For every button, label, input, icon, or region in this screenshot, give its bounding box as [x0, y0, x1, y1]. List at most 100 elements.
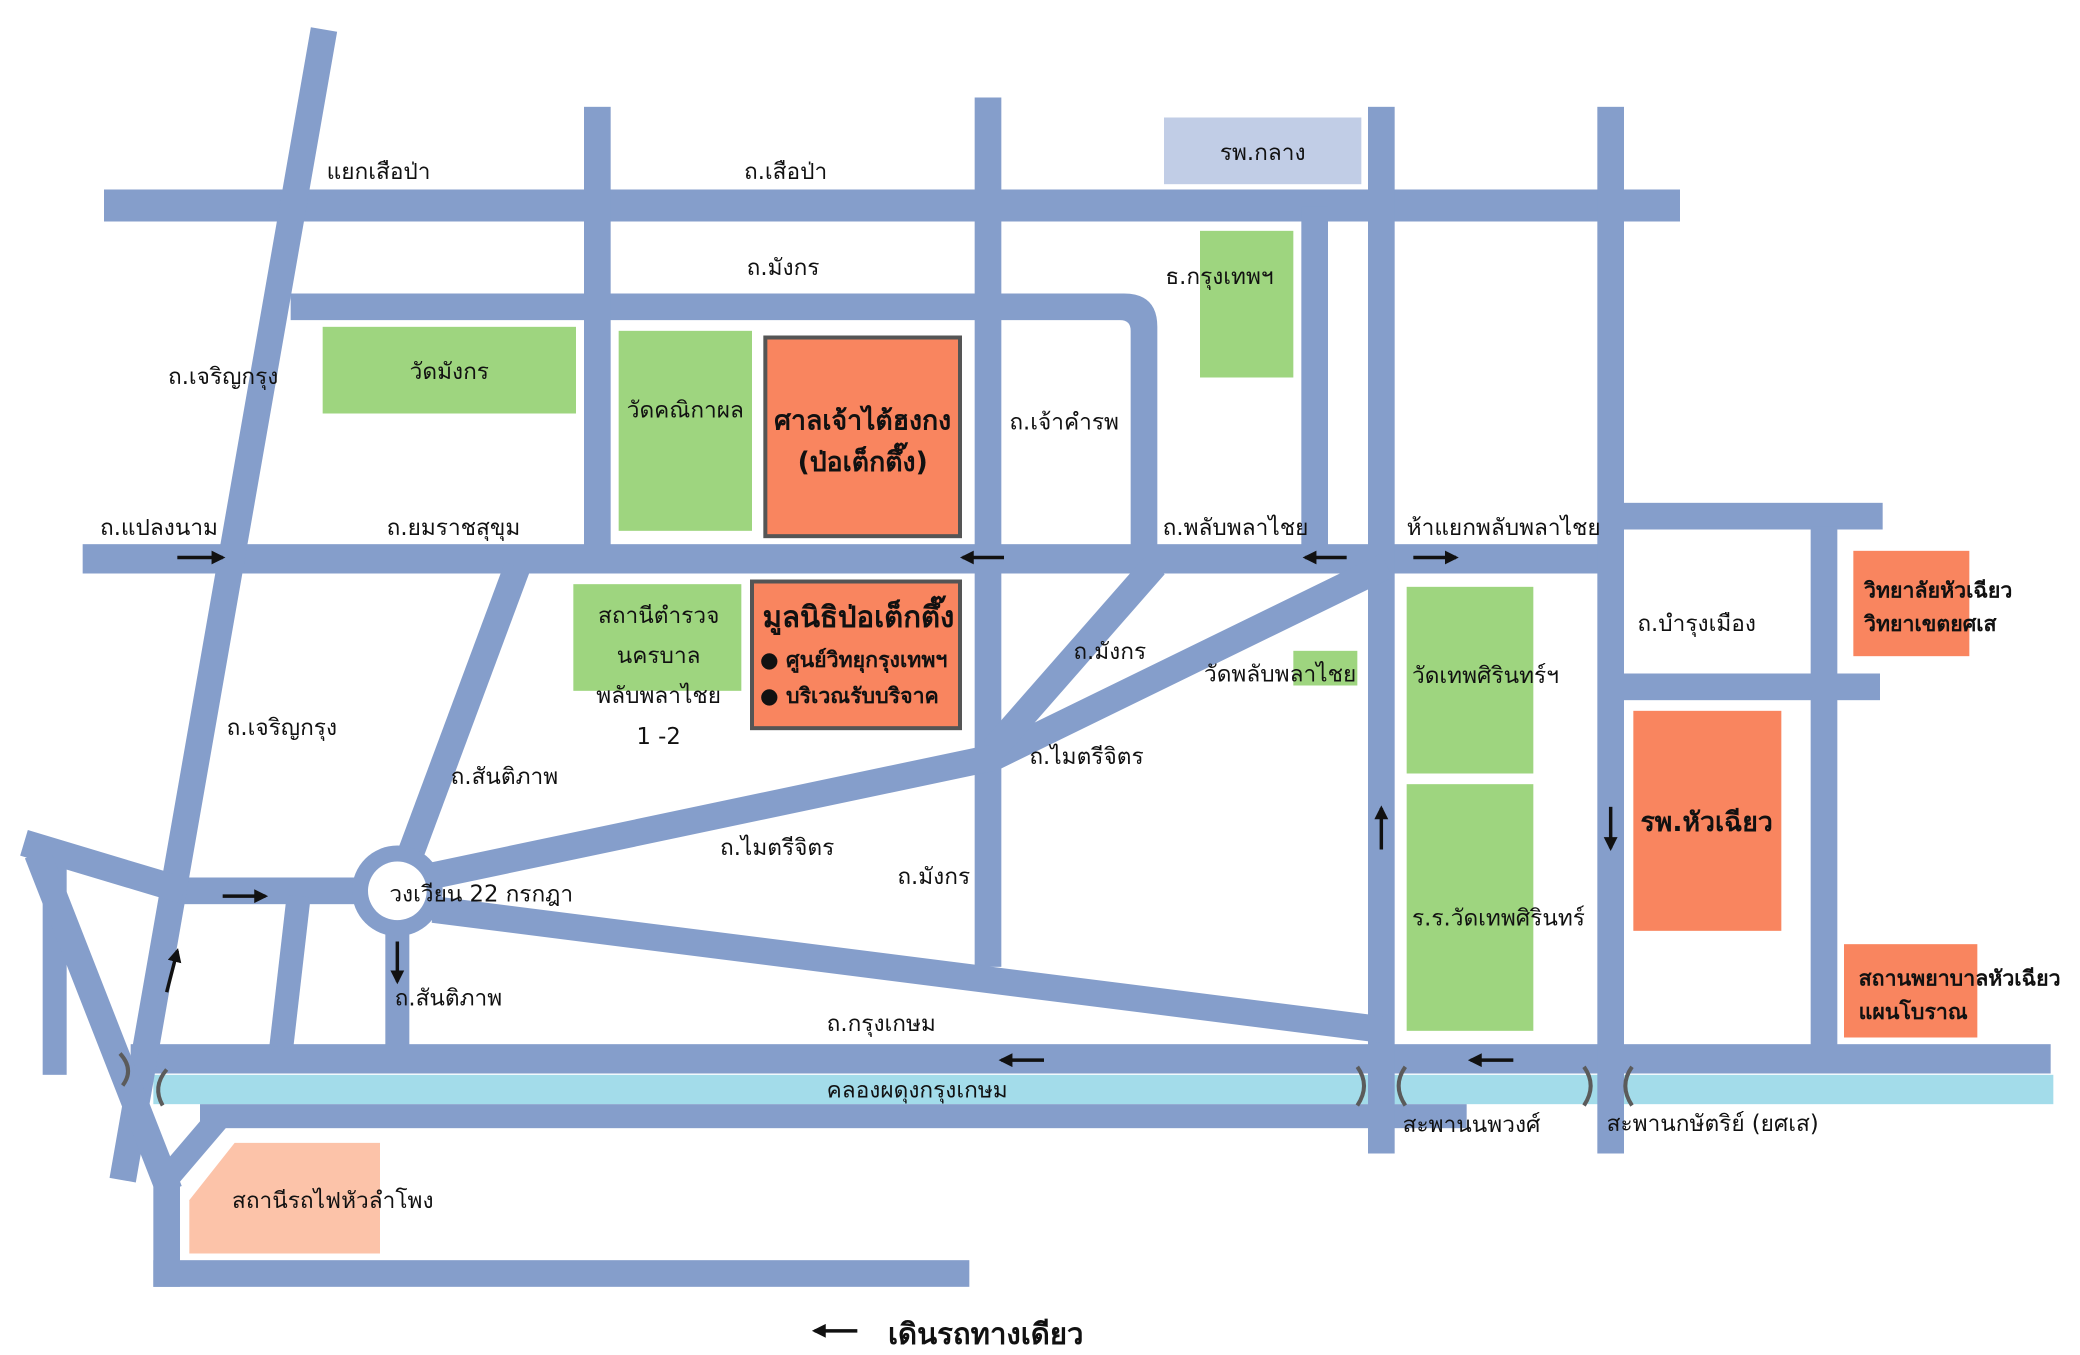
label-wat-khanikaphon: วัดคณิกาผล [627, 398, 744, 424]
label-plaeng-nam: ถ.แปลงนาม [100, 515, 218, 541]
bridge-left-bracket-b [156, 1068, 169, 1107]
police-station-block [573, 584, 742, 691]
label-phlap-phla-chai: ถ.พลับพลาไชย [1163, 514, 1309, 541]
road-krung-kasem [130, 1044, 2051, 1074]
label-yommarat-sukhum: ถ.ยมราชสุขุม [387, 515, 521, 541]
huachiew-hospital-block [1633, 710, 1782, 931]
label-mangkon-top: ถ.มังกร [747, 255, 820, 281]
road-vertical-wat-khanikaphon [584, 106, 611, 547]
label-huachiew-hospital: รพ.หัวเฉียว [1640, 807, 1772, 838]
road-charoen-krung [109, 27, 338, 1183]
road-santiphap-upper [394, 562, 530, 869]
label-hua-lamphong: สถานีรถไฟหัวลำโพง [232, 1187, 434, 1214]
label-huachiew-clinic-line1: สถานพยาบาลหัวเฉียว [1859, 967, 2061, 992]
shrine-block [763, 335, 962, 539]
foundation-block [750, 579, 962, 731]
road-santiphap-lower [385, 920, 410, 1047]
road-vertical-nopphawong [1368, 106, 1395, 1154]
road-left-diagonal-b [24, 848, 182, 1196]
label-roundabout: วงเวียน 22 กรกฎา [389, 882, 573, 908]
road-vertical-yotse [1597, 106, 1624, 1154]
label-police-line1: สถานีตำรวจ [598, 603, 719, 629]
label-suea-pa: ถ.เสือป่า [744, 159, 827, 185]
label-central-hospital: รพ.กลาง [1220, 140, 1306, 166]
road-below-canal [200, 1104, 1467, 1129]
thep-sirin-school-block [1406, 784, 1534, 1031]
label-shrine-line1: ศาลเจ้าไต้ฮงกง [774, 405, 951, 437]
road-suea-pa [104, 189, 1680, 222]
road-bottom [153, 1260, 970, 1287]
bridge-nopphawong-bracket-b [1396, 1065, 1408, 1107]
bridge-nopphawong-bracket-a [1355, 1065, 1366, 1107]
road-chao-khamrop [974, 97, 1002, 967]
place-labels: รพ.กลาง วัดมังกร วัดคณิกาผล ศาลเจ้าไต้ฮง… [232, 140, 2061, 1214]
label-shrine-line2: (ป่อเต็กตึ๊ง) [798, 442, 928, 478]
wat-khanikaphon-block [618, 330, 752, 531]
label-bamrung-mueang: ถ.บำรุงเมือง [1637, 611, 1756, 637]
canal-khlong-phadung [153, 1074, 2054, 1105]
label-bridge-kasat: สะพานกษัตริย์ (ยศเส) [1607, 1110, 1819, 1137]
label-wat-thep-sirin: วัดเทพศิรินทร์ฯ [1412, 662, 1559, 689]
label-maitri-chit-left: ถ.ไมตรีจิตร [720, 834, 834, 861]
huachiew-clinic-block [1844, 944, 1978, 1038]
bridge-kasat-bracket-b [1623, 1065, 1634, 1107]
label-bangkok-bank: ธ.กรุงเทพฯ [1165, 264, 1273, 290]
label-canal: คลองผดุงกรุงเกษม [827, 1078, 1008, 1104]
label-yaek-suea-pa: แยกเสือป่า [327, 159, 431, 185]
road-mangkon-middle [983, 556, 1165, 759]
label-chao-khamrop: ถ.เจ้าคำรพ [1009, 410, 1119, 436]
legend: เดินรถทางเดียว [811, 1317, 1083, 1351]
bangkok-bank-block [1200, 230, 1294, 378]
huachiew-college-block [1853, 550, 1970, 657]
label-charoen-krung-upper: ถ.เจริญกรุง [168, 364, 278, 390]
label-police-line2: นครบาล [617, 643, 701, 669]
roundabout-island [368, 861, 427, 921]
label-police-line3: พลับพลาไชย [596, 682, 721, 709]
oneway-arrow-up-icon [164, 948, 182, 993]
label-police-line4: 1 -2 [637, 724, 681, 750]
label-mangkon-lower: ถ.มังกร [897, 864, 970, 890]
wat-phlapphlachai-block [1293, 650, 1358, 686]
road-labels: แยกเสือป่า ถ.เสือป่า ถ.มังกร ถ.เจริญกรุง… [100, 159, 1819, 1138]
road-right-upper [1613, 502, 1883, 530]
bridge-kasat-bracket-a [1582, 1065, 1593, 1107]
label-santiphap-upper: ถ.สันติภาพ [451, 764, 559, 790]
label-thep-sirin-school: ร.ร.วัดเทพศิรินทร์ [1412, 905, 1585, 932]
road-right-lower [1613, 673, 1880, 701]
road-left-diagonal-a [20, 830, 188, 904]
label-wat-phlapphlachai: วัดพลับพลาไชย [1204, 661, 1356, 688]
label-ha-yaek-phlap-phla-chai: ห้าแยกพลับพลาไชย [1407, 514, 1601, 541]
road-vertical-bangkok-bank [1301, 206, 1328, 547]
label-foundation-bullet2: ● บริเวณรับบริจาค [760, 684, 939, 709]
bridge-left-bracket-a [118, 1052, 130, 1087]
label-foundation-bullet1: ● ศูนย์วิทยุกรุงเทพฯ [760, 647, 947, 674]
hua-lamphong-block [189, 1142, 380, 1254]
road-vertical-right [1810, 526, 1838, 1047]
central-hospital-block [1164, 117, 1362, 185]
label-bridge-nopphawong: สะพานนพวงศ์ [1403, 1111, 1541, 1138]
label-maitri-chit-right: ถ.ไมตรีจิตร [1029, 743, 1143, 770]
label-charoen-krung-lower: ถ.เจริญกรุง [227, 715, 337, 741]
label-foundation-title: มูลนิธิป่อเต็กตึ๊ง [763, 595, 955, 635]
label-huachiew-clinic-line2: แผนโบราณ [1859, 998, 1968, 1025]
label-wat-mangkon: วัดมังกร [410, 359, 489, 385]
label-huachiew-college-line2: วิทยาเขตยศเส [1863, 612, 1998, 637]
label-krung-kasem: ถ.กรุงเกษม [827, 1011, 936, 1037]
legend-label: เดินรถทางเดียว [888, 1317, 1083, 1351]
road-mangkon-upper [290, 293, 1158, 547]
road-to-roundabout [170, 877, 364, 905]
bridge-markers [118, 1052, 1634, 1107]
road-mangkon-lower [431, 896, 1384, 1043]
label-santiphap-lower: ถ.สันติภาพ [395, 986, 503, 1012]
wat-mangkon-block [322, 326, 576, 414]
label-mangkon-middle: ถ.มังกร [1073, 639, 1146, 665]
oneway-arrows [164, 550, 1618, 1068]
road-network [20, 27, 2051, 1287]
label-huachiew-college-line1: วิทยาลัยหัวเฉียว [1863, 579, 2012, 604]
road-short-vertical-slant [269, 894, 311, 1049]
road-maitri-chit [421, 553, 1393, 891]
place-blocks [189, 117, 1978, 1254]
road-below-canal-link [157, 1107, 231, 1187]
wat-thep-sirin-block [1406, 586, 1534, 774]
